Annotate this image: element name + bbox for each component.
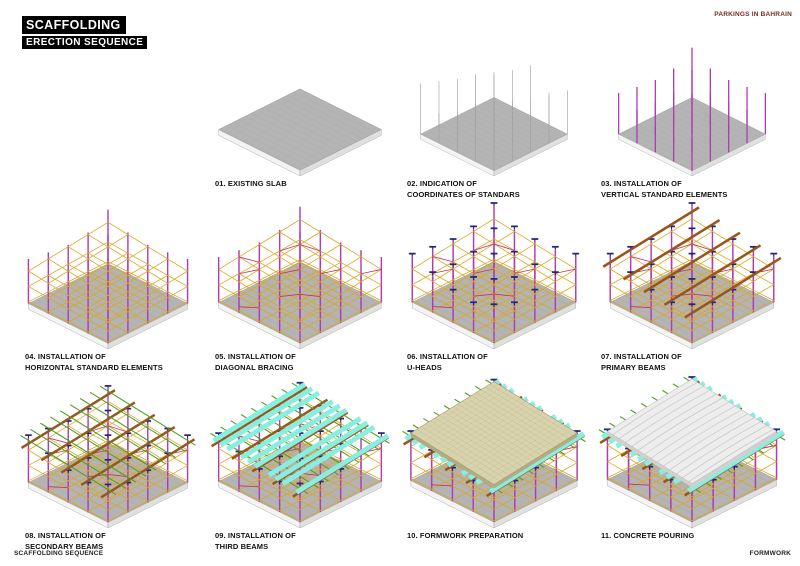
step-cell-04: 04. INSTALLATION OF HORIZONTAL STANDARD … xyxy=(18,203,198,372)
project-label: PARKINGS IN BAHRAIN xyxy=(714,11,792,18)
step-caption-11: 11. CONCRETE POURING xyxy=(601,531,695,540)
step-figure-10 xyxy=(402,378,586,529)
step-figure-11 xyxy=(598,376,786,529)
step-figure-02 xyxy=(420,65,568,177)
step-caption-06: 06. INSTALLATION OF U-HEADS xyxy=(407,352,488,372)
title-block: SCAFFOLDING ERECTION SEQUENCE xyxy=(22,16,148,49)
step-figure-06 xyxy=(408,202,580,350)
step-figure-09 xyxy=(210,381,390,529)
footer-right-label: FORMWORK xyxy=(749,550,791,557)
step-figure-04 xyxy=(27,209,189,350)
step-cell-11: 11. CONCRETE POURING xyxy=(594,376,790,540)
step-cell-09: 09. INSTALLATION OF THIRD BEAMS xyxy=(208,377,392,551)
step-caption-10: 10. FORMWORK PREPARATION xyxy=(407,531,524,540)
step-caption-03: 03. INSTALLATION OF VERTICAL STANDARD EL… xyxy=(601,179,728,199)
step-cell-10: 10. FORMWORK PREPARATION xyxy=(400,377,588,540)
step-cell-08: 08. INSTALLATION OF SECONDARY BEAMS xyxy=(18,377,198,551)
footer-left-label: SCAFFOLDING SEQUENCE xyxy=(14,550,104,557)
step-figure-01 xyxy=(218,88,382,177)
step-cell-01: 01. EXISTING SLAB xyxy=(208,45,392,188)
step-cell-07: 07. INSTALLATION OF PRIMARY BEAMS xyxy=(594,202,790,372)
step-cell-05: 05. INSTALLATION OF DIAGONAL BRACING xyxy=(208,203,392,372)
step-caption-08: 08. INSTALLATION OF SECONDARY BEAMS xyxy=(25,531,106,551)
step-caption-07: 07. INSTALLATION OF PRIMARY BEAMS xyxy=(601,352,682,372)
step-caption-01: 01. EXISTING SLAB xyxy=(215,179,287,188)
step-cell-03: 03. INSTALLATION OF VERTICAL STANDARD EL… xyxy=(594,45,790,199)
step-figure-07 xyxy=(602,202,782,350)
step-figure-03 xyxy=(617,47,767,177)
step-figure-05 xyxy=(217,206,383,350)
step-caption-05: 05. INSTALLATION OF DIAGONAL BRACING xyxy=(215,352,296,372)
step-caption-09: 09. INSTALLATION OF THIRD BEAMS xyxy=(215,531,296,551)
step-cell-06: 06. INSTALLATION OF U-HEADS xyxy=(400,202,588,372)
page-subtitle: ERECTION SEQUENCE xyxy=(22,36,148,49)
page-title: SCAFFOLDING xyxy=(22,16,126,34)
step-caption-04: 04. INSTALLATION OF HORIZONTAL STANDARD … xyxy=(25,352,163,372)
step-caption-02: 02. INDICATION OF COORDINATES OF STANDAR… xyxy=(407,179,520,199)
step-cell-02: 02. INDICATION OF COORDINATES OF STANDAR… xyxy=(400,45,588,199)
step-figure-08 xyxy=(20,385,196,529)
